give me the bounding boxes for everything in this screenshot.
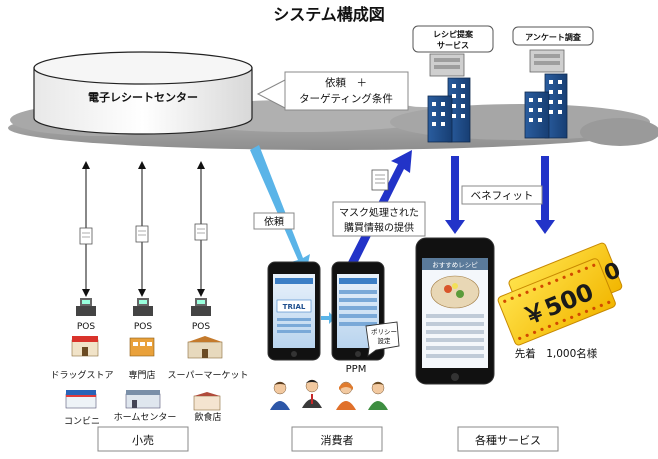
consumer-people-icons [270,379,388,410]
receipt-center-database: 電子レシートセンター [33,51,253,135]
person-icon [270,381,290,410]
person-icon [302,379,322,408]
benefit-arrows [445,156,555,234]
convenience-label: コンビニ [64,416,100,427]
benefit-label: ベネフィット [471,190,534,202]
coupon-front: ￥500 [497,258,616,346]
drugstore-icon [71,336,99,357]
pos-label-2: POS [134,322,153,332]
homecenter-label: ホームセンター [114,412,177,423]
pos-terminal-2 [133,298,153,316]
document-icon [371,169,389,191]
request-line2: ターゲティング条件 [299,92,393,105]
policy-line2: 設定 [378,336,392,345]
phone-app-name: TRIAL [283,303,306,311]
recipe-service-building [427,53,471,143]
pos-terminal-1 [76,298,96,316]
request-line1: 依頼 ＋ [325,76,367,89]
masked-info-line1: マスク処理された [339,206,419,219]
survey-service-tag: アンケート調査 [512,26,594,46]
masked-info-line2: 購買情報の提供 [344,221,414,234]
consumer-phone-1: TRIAL [267,261,321,361]
recipe-service-line2: サービス [437,40,469,50]
person-icon [368,381,388,410]
benefit-tag: ベネフィット [461,185,543,205]
specialty-label: 専門店 [128,369,155,381]
footer-consumer: 消費者 [291,426,383,452]
recipe-service-line1: レシピ提案 [433,29,474,39]
footer-retail-label: 小売 [132,434,154,447]
survey-service-building [524,49,568,139]
footer-services-label: 各種サービス [475,433,541,447]
supermarket-label: スーパーマーケット [168,370,249,381]
convenience-store-icon [65,390,97,409]
service-phone: おすすめレシピ [415,237,495,385]
homecenter-icon [125,390,161,409]
request-targeting-arrow: 依頼 ＋ ターゲティング条件 [256,71,409,111]
request-label: 依頼 [264,215,284,228]
pos-terminal-3 [191,298,211,316]
phone-screen-header: おすすめレシピ [432,261,478,269]
footer-consumer-label: 消費者 [321,433,354,447]
policy-setting-callout: ポリシー 設定 [365,321,400,357]
coupon-caption: 先着 1,000名様 [515,347,598,360]
request-tag: 依頼 [253,212,295,230]
pos-label-3: POS [192,322,211,332]
person-icon [336,381,356,410]
request-to-consumer-arrow [250,145,310,274]
supermarket-icon [187,336,223,359]
specialty-store-icon [129,337,155,357]
survey-service-label: アンケート調査 [525,32,582,42]
pos-label-1: POS [77,322,96,332]
policy-line1: ポリシー [371,328,397,336]
receipt-center-label: 電子レシートセンター [88,91,198,104]
diagram-title: システム構成図 [273,5,385,24]
receipt-icons [79,223,208,245]
ppm-label: PPM [346,364,367,375]
recipe-service-tag: レシピ提案 サービス [412,25,494,53]
restaurant-label: 飲食店 [194,411,221,423]
footer-services: 各種サービス [457,426,559,452]
masked-info-tag: マスク処理された 購買情報の提供 [332,201,426,237]
drugstore-label: ドラッグストア [50,369,113,381]
footer-retail: 小売 [97,426,189,452]
restaurant-icon [193,392,221,411]
